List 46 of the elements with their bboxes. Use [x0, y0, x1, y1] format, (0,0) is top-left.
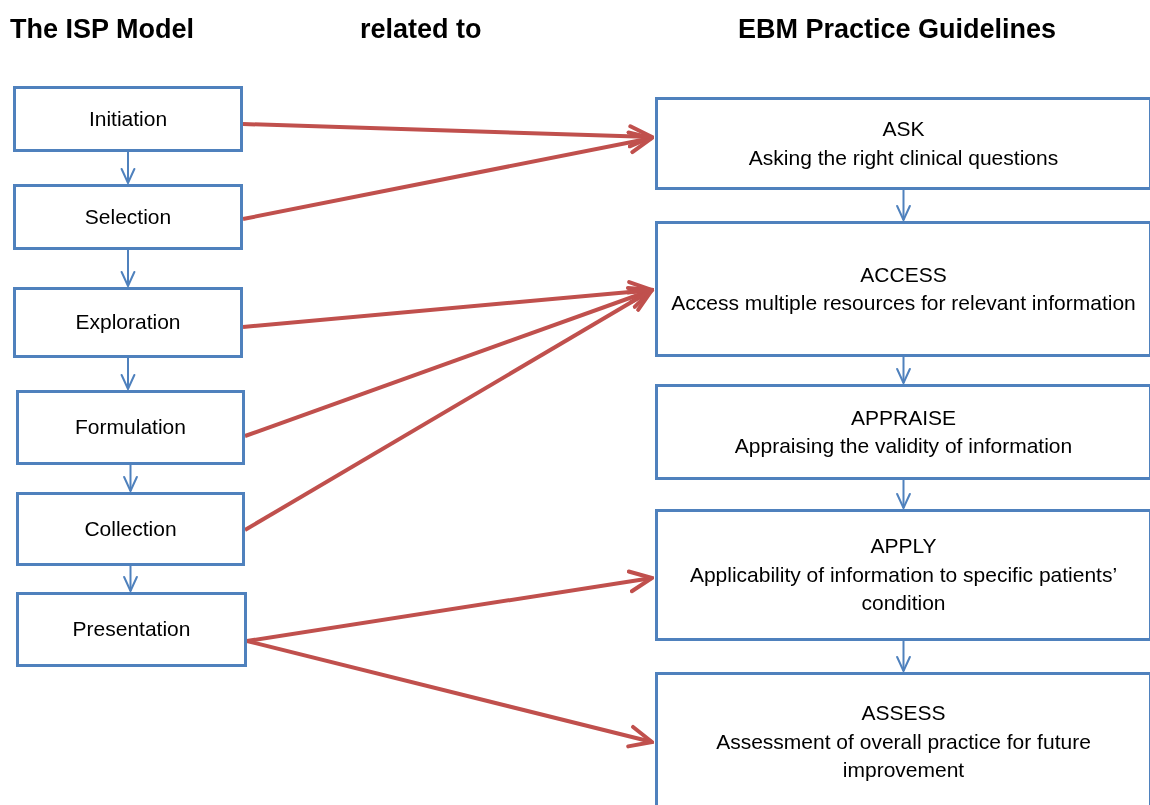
arrow	[123, 565, 138, 592]
arrow	[244, 288, 654, 532]
arrow	[120, 151, 136, 184]
process-box	[13, 287, 243, 358]
process-box	[13, 184, 243, 250]
box-text: Formulation	[75, 414, 186, 441]
column-heading: related to	[360, 14, 482, 45]
box-heading: ACCESS	[860, 261, 947, 288]
box-heading: ASK	[882, 116, 925, 143]
process-box	[655, 384, 1150, 480]
arrow	[123, 464, 138, 492]
box-heading: APPLY	[870, 533, 937, 560]
process-box	[16, 492, 245, 566]
column-heading: The ISP Model	[10, 14, 195, 45]
process-box	[655, 672, 1150, 805]
arrow	[244, 286, 654, 438]
arrow	[120, 357, 136, 390]
box-text: Assessment of overall practice for future improvement	[715, 728, 1092, 784]
box-text: Presentation	[72, 616, 191, 643]
arrow	[242, 122, 654, 149]
box-text: Exploration	[75, 309, 181, 336]
process-box	[16, 390, 245, 465]
box-heading: ASSESS	[861, 700, 946, 727]
process-box	[655, 221, 1150, 357]
process-box	[13, 86, 243, 152]
arrow	[242, 130, 654, 221]
box-text: Applicability of information to specific patients’ condition	[688, 561, 1119, 617]
box-text: Collection	[84, 515, 177, 542]
process-box	[655, 97, 1150, 190]
box-heading: APPRAISE	[850, 404, 956, 431]
arrow	[896, 640, 911, 672]
arrow	[120, 249, 136, 287]
box-text: Access multiple resources for relevant information	[671, 290, 1136, 316]
arrow	[896, 479, 911, 509]
box-text: Initiation	[88, 105, 168, 132]
arrow	[246, 639, 654, 749]
arrow	[896, 189, 911, 221]
column-heading: EBM Practice Guidelines	[738, 14, 1057, 45]
process-box	[655, 509, 1150, 641]
box-text: Appraising the validity of information	[734, 433, 1073, 459]
box-text: Asking the right clinical questions	[748, 144, 1059, 171]
process-box	[16, 592, 247, 667]
arrow	[896, 356, 911, 384]
arrow	[242, 280, 654, 329]
box-text: Selection	[84, 203, 172, 230]
arrow	[246, 569, 654, 643]
